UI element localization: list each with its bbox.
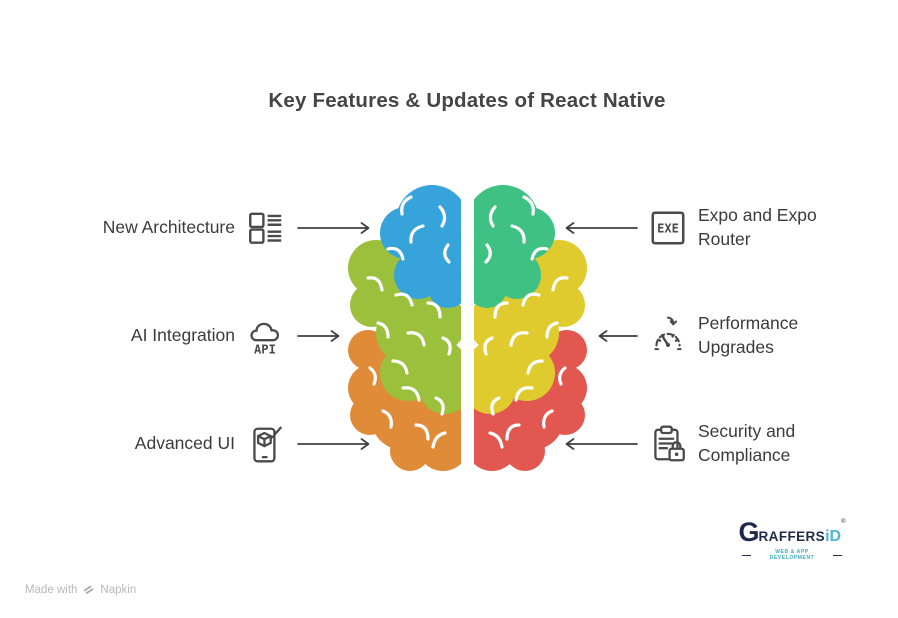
made-with-text: Made with [25,583,78,596]
clipboard-lock-icon [654,425,685,462]
feature-label: Performance Upgrades [698,313,799,357]
feature-row-performance: Performance Upgrades [595,312,838,360]
brain-illustration [348,185,587,471]
mobile-paint-icon [253,426,282,463]
brain-fold-lines [483,195,569,449]
feature-label: Advanced UI [134,433,235,454]
registered-mark: ® [841,519,846,525]
api-icon-text: API [254,342,276,356]
logo-accent-id: iD [825,528,842,545]
layout-list-icon [249,212,282,244]
arrow-right-icon [297,330,340,342]
exe-icon-text: EXE [657,222,679,236]
feature-label: Expo and Expo Router [698,205,817,249]
arrow-left-icon [565,222,638,234]
logo-tagline: WEB & APP DEVELOPMENT [742,549,842,561]
arrow-right-icon [297,438,370,450]
arrow-left-icon [598,330,638,342]
arrow-right-icon [297,222,370,234]
feature-label: AI Integration [130,325,235,346]
feature-label: Security and Compliance [698,421,796,465]
speedometer-icon [654,316,682,351]
made-with-napkin-watermark: Made with Napkin [25,583,136,596]
feature-row-security: Security and Compliance [562,420,838,468]
exe-box-icon: EXE [651,211,685,245]
feature-row-advanced-ui: Advanced UI [135,420,372,468]
logo-name-rest: RAFFERS [758,529,826,544]
cloud-api-icon: API [250,322,280,356]
feature-row-expo: EXE Expo and Expo Router [562,204,838,252]
page-title: Key Features & Updates of React Native [268,89,666,112]
feature-row-ai-integration: AI Integration API [131,312,342,360]
brain-fold-lines [366,195,452,449]
brain-right-top-lobe [474,185,555,308]
feature-label: New Architecture [102,217,235,238]
napkin-logo-icon [84,585,94,594]
napkin-brand-text: Napkin [100,583,137,596]
arrow-left-icon [565,438,638,450]
feature-row-new-architecture: New Architecture [103,204,372,252]
logo-letter-g: G [738,517,760,547]
